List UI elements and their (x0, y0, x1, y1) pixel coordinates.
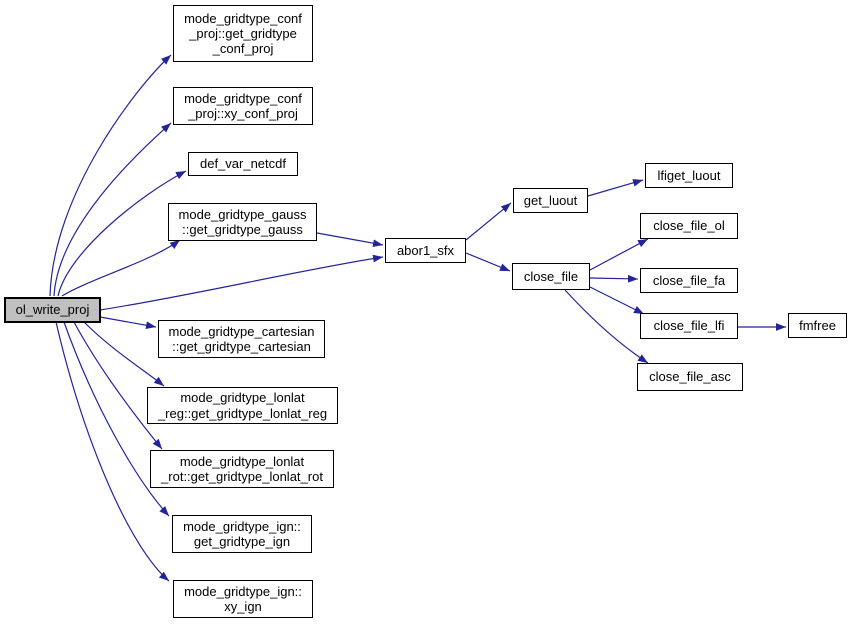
edge-abor1_sfx-to-get_luout (465, 202, 512, 241)
node-ol_write_proj[interactable]: ol_write_proj (4, 297, 101, 323)
node-label-line: get_luout (523, 192, 578, 208)
node-label-line: mode_gridtype_conf (184, 90, 302, 106)
node-label-line: mode_gridtype_cartesian (168, 323, 315, 339)
node-xy_conf_proj[interactable]: mode_gridtype_conf_proj::xy_conf_proj (173, 87, 313, 125)
node-close_file_asc[interactable]: close_file_asc (637, 363, 743, 391)
node-label-line: _reg::get_gridtype_lonlat_reg (157, 405, 328, 421)
edge-close_file-to-close_file_ol (589, 238, 649, 271)
node-label-line: close_file_lfi (653, 318, 725, 334)
node-label-line: close_file (523, 268, 579, 284)
edge-get_gridtype_gauss-to-abor1_sfx (316, 232, 384, 248)
edge-ol_write_proj-to-xy_ign (55, 321, 170, 582)
node-label-line: def_var_netcdf (199, 156, 286, 172)
node-label-line: ol_write_proj (15, 302, 90, 318)
node-label-line: get_gridtype_ign (193, 534, 291, 549)
edge-ol_write_proj-to-abor1_sfx (99, 254, 384, 311)
node-get_gridtype_ign[interactable]: mode_gridtype_ign::get_gridtype_ign (172, 515, 312, 553)
node-get_gridtype_conf_proj[interactable]: mode_gridtype_conf_proj::get_gridtype_co… (173, 5, 313, 62)
edge-ol_write_proj-to-get_gridtype_cartesian (99, 316, 157, 329)
node-close_file[interactable]: close_file (512, 263, 590, 290)
node-get_gridtype_cartesian[interactable]: mode_gridtype_cartesian::get_gridtype_ca… (158, 320, 325, 358)
edge-ol_write_proj-to-get_gridtype_lonlat_rot (73, 321, 163, 450)
node-abor1_sfx[interactable]: abor1_sfx (385, 238, 466, 263)
edge-ol_write_proj-to-get_gridtype_ign (63, 321, 170, 517)
node-label-line: _conf_proj (212, 41, 274, 57)
node-get_gridtype_gauss[interactable]: mode_gridtype_gauss::get_gridtype_gauss (168, 203, 317, 241)
edge-get_luout-to-lfiget_luout (587, 179, 644, 197)
node-label-line: _proj::get_gridtype (189, 25, 297, 41)
node-label-line: mode_gridtype_ign:: (183, 518, 301, 534)
node-close_file_ol[interactable]: close_file_ol (640, 213, 738, 239)
node-label-line: close_file_ol (653, 218, 725, 234)
node-label-line: ::get_gridtype_cartesian (172, 339, 311, 354)
edge-close_file-to-close_file_fa (589, 274, 639, 283)
node-label-line: fmfree (799, 317, 836, 333)
edge-ol_write_proj-to-xy_conf_proj (53, 122, 172, 297)
node-label-line: close_file_asc (649, 369, 731, 385)
node-get_luout[interactable]: get_luout (513, 188, 588, 213)
node-label-line: xy_ign (224, 599, 262, 614)
node-label-line: mode_gridtype_conf (184, 10, 302, 26)
edge-ol_write_proj-to-get_gridtype_gauss (61, 239, 181, 297)
edge-ol_write_proj-to-get_gridtype_conf_proj (49, 54, 172, 297)
edge-close_file-to-close_file_lfi (589, 286, 645, 315)
edge-ol_write_proj-to-get_gridtype_lonlat_reg (83, 321, 165, 387)
node-get_gridtype_lonlat_rot[interactable]: mode_gridtype_lonlat_rot::get_gridtype_l… (150, 450, 334, 488)
node-get_gridtype_lonlat_reg[interactable]: mode_gridtype_lonlat_reg::get_gridtype_l… (147, 387, 338, 424)
node-label-line: ::get_gridtype_gauss (182, 222, 303, 237)
node-lfiget_luout[interactable]: lfiget_luout (645, 163, 733, 188)
node-label-line: mode_gridtype_lonlat (179, 453, 305, 469)
node-label-line: _proj::xy_conf_proj (188, 106, 298, 121)
edge-abor1_sfx-to-close_file (465, 252, 511, 272)
node-label-line: mode_gridtype_ign:: (184, 583, 302, 599)
node-label-line: close_file_fa (652, 272, 726, 288)
node-label-line: mode_gridtype_gauss (178, 206, 307, 222)
node-label-line: abor1_sfx (396, 242, 455, 258)
node-close_file_fa[interactable]: close_file_fa (640, 268, 738, 293)
node-label-line: mode_gridtype_lonlat (180, 390, 305, 406)
edge-ol_write_proj-to-def_var_netcdf (57, 170, 187, 297)
node-label-line: lfiget_luout (657, 167, 721, 183)
node-def_var_netcdf[interactable]: def_var_netcdf (188, 152, 298, 176)
node-close_file_lfi[interactable]: close_file_lfi (640, 313, 738, 339)
node-label-line: _rot::get_gridtype_lonlat_rot (161, 469, 323, 484)
node-fmfree[interactable]: fmfree (788, 313, 847, 338)
edge-close_file-to-close_file_asc (564, 289, 649, 364)
node-xy_ign[interactable]: mode_gridtype_ign::xy_ign (173, 580, 313, 618)
